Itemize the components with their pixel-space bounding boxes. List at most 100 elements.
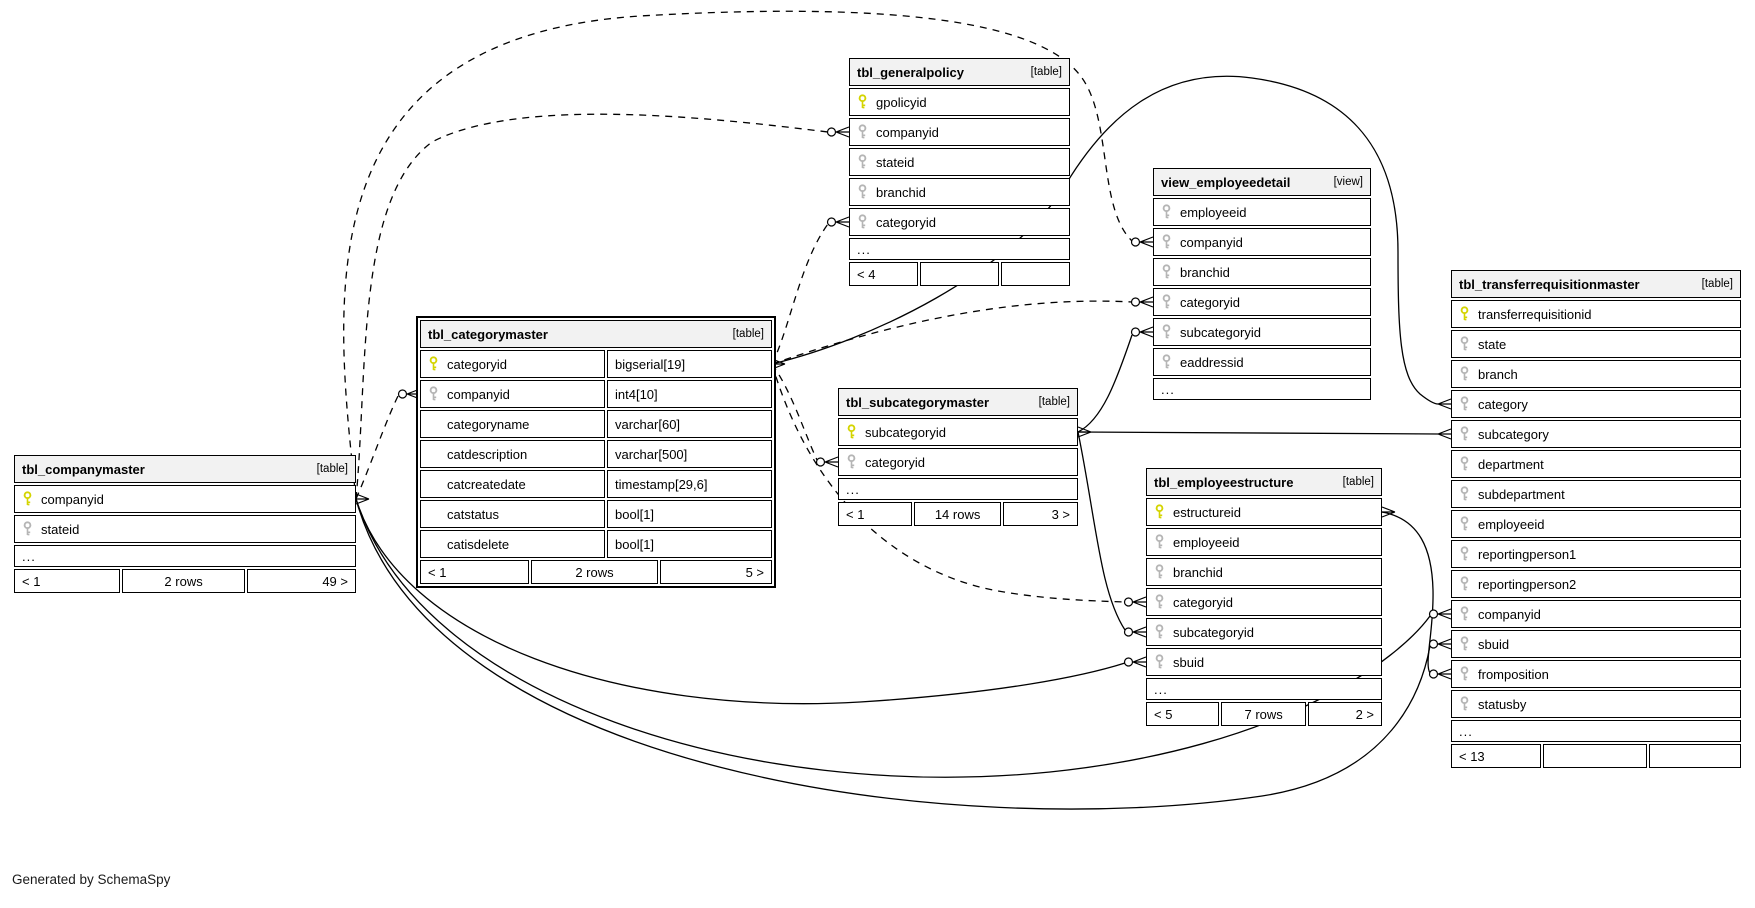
tbl_categorymaster-column-companyid: companyid int4[10] — [420, 380, 772, 408]
primary-key-icon — [23, 491, 32, 506]
marker-tbl_transferrequisitionmaster-subcategory — [1437, 428, 1452, 440]
tbl_transferrequisitionmaster-column-reportingperson2: reportingperson2 — [1451, 570, 1741, 598]
tbl_transferrequisitionmaster-column-state: state — [1451, 330, 1741, 358]
foreign-key-icon — [1155, 624, 1164, 639]
tbl_transferrequisitionmaster-column-branch: branch — [1451, 360, 1741, 388]
foreign-key-icon — [1460, 576, 1469, 591]
tbl_companymaster-column-stateid: stateid — [14, 515, 356, 543]
foreign-key-icon — [1460, 606, 1469, 621]
tbl_transferrequisitionmaster-column-branch-name: branch — [1478, 366, 1518, 382]
tbl_generalpolicy-header[interactable]: tbl_generalpolicy [table] — [849, 58, 1070, 86]
foreign-key-icon — [858, 124, 867, 139]
tbl_generalpolicy-footer: < 4 — [849, 262, 1070, 286]
tbl_employeestructure-header[interactable]: tbl_employeestructure [table] — [1146, 468, 1382, 496]
view_employeedetail-column-companyid: companyid — [1153, 228, 1371, 256]
view_employeedetail-column-employeeid-name: employeeid — [1180, 204, 1247, 220]
view_employeedetail-column-eaddressid-name: eaddressid — [1180, 354, 1244, 370]
view_employeedetail-column-branchid-name: branchid — [1180, 264, 1230, 280]
tbl_categorymaster-column-companyid-name: companyid — [447, 386, 510, 402]
foreign-key-icon — [858, 154, 867, 169]
primary-key-icon — [1155, 504, 1164, 519]
tbl_transferrequisitionmaster-column-reportingperson1-name: reportingperson1 — [1478, 546, 1577, 562]
marker-tbl_companymaster-companyid-fan — [355, 493, 370, 505]
tbl_generalpolicy-column-stateid: stateid — [849, 148, 1070, 176]
tbl_generalpolicy-column-categoryid-name: categoryid — [876, 214, 936, 230]
tbl_categorymaster-column-catdescription-name: catdescription — [447, 446, 528, 462]
marker-tbl_employeestructure-sbuid — [1123, 656, 1147, 668]
view_employeedetail-column-branchid: branchid — [1153, 258, 1371, 286]
relationship-r15-fk — [355, 498, 1431, 810]
table-tbl_companymaster: tbl_companymaster [table] companyid stat… — [14, 455, 356, 593]
relationship-r14-fk — [355, 498, 1126, 705]
table-tbl_categorymaster: tbl_categorymaster [table] categoryid bi… — [416, 316, 776, 588]
tbl_transferrequisitionmaster-column-fromposition-name: fromposition — [1478, 666, 1549, 682]
relationship-r8-fk — [1077, 334, 1133, 433]
tbl_employeestructure-column-branchid: branchid — [1146, 558, 1382, 586]
marker-tbl_employeestructure-subcategoryid — [1123, 626, 1147, 638]
table-type-badge: [table] — [316, 463, 348, 475]
view_employeedetail-header[interactable]: view_employeedetail [view] — [1153, 168, 1371, 196]
tbl_categorymaster-column-categoryid: categoryid bigserial[19] — [420, 350, 772, 378]
tbl_categorymaster-column-catcreatedate-name: catcreatedate — [447, 476, 526, 492]
tbl_transferrequisitionmaster-column-fromposition: fromposition — [1451, 660, 1741, 688]
tbl_transferrequisitionmaster-footer-parents: < 13 — [1451, 744, 1541, 768]
marker-tbl_generalpolicy-categoryid — [826, 216, 850, 228]
foreign-key-icon — [1460, 336, 1469, 351]
tbl_employeestructure-footer-parents: < 5 — [1146, 702, 1220, 726]
table-tbl_subcategorymaster: tbl_subcategorymaster [table] subcategor… — [838, 388, 1078, 526]
tbl_employeestructure-footer-children: 2 > — [1308, 702, 1382, 726]
tbl_categorymaster-column-catisdelete-name: catisdelete — [447, 536, 510, 552]
tbl_employeestructure-column-sbuid: sbuid — [1146, 648, 1382, 676]
tbl_categorymaster-column-categoryname-name: categoryname — [447, 416, 530, 432]
tbl_categorymaster-column-categoryid-name: categoryid — [447, 356, 507, 372]
tbl_companymaster-footer-rowcount: 2 rows — [122, 569, 246, 593]
primary-key-icon — [858, 94, 867, 109]
tbl_transferrequisitionmaster-column-employeeid: employeeid — [1451, 510, 1741, 538]
foreign-key-icon — [847, 454, 856, 469]
tbl_subcategorymaster-column-categoryid-name: categoryid — [865, 454, 925, 470]
table-view_employeedetail: view_employeedetail [view] employeeid co… — [1153, 168, 1371, 400]
foreign-key-icon — [1162, 294, 1171, 309]
view_employeedetail-column-subcategoryid: subcategoryid — [1153, 318, 1371, 346]
tbl_transferrequisitionmaster-header[interactable]: tbl_transferrequisitionmaster [table] — [1451, 270, 1741, 298]
tbl_transferrequisitionmaster-column-subdepartment-name: subdepartment — [1478, 486, 1565, 502]
tbl_subcategorymaster-column-subcategoryid: subcategoryid — [838, 418, 1078, 446]
marker-tbl_transferrequisitionmaster-companyid — [1428, 608, 1452, 620]
tbl_subcategorymaster-footer-rowcount: 14 rows — [914, 502, 1001, 526]
tbl_categorymaster-header[interactable]: tbl_categorymaster [table] — [420, 320, 772, 348]
foreign-key-icon — [1162, 354, 1171, 369]
tbl_employeestructure-footer-rowcount: 7 rows — [1221, 702, 1307, 726]
tbl_transferrequisitionmaster-column-statusby: statusby — [1451, 690, 1741, 718]
tbl_companymaster-footer: < 1 2 rows 49 > — [14, 569, 356, 593]
foreign-key-icon — [1460, 456, 1469, 471]
tbl_generalpolicy-column-gpolicyid-name: gpolicyid — [876, 94, 927, 110]
foreign-key-icon — [429, 386, 438, 401]
table-tbl_transferrequisitionmaster: tbl_transferrequisitionmaster [table] tr… — [1451, 270, 1741, 768]
tbl_companymaster-column-stateid-name: stateid — [41, 521, 80, 537]
foreign-key-icon — [1162, 234, 1171, 249]
tbl_transferrequisitionmaster-footer: < 13 — [1451, 744, 1741, 768]
tbl_transferrequisitionmaster-column-employeeid-name: employeeid — [1478, 516, 1545, 532]
tbl_generalpolicy-column-gpolicyid: gpolicyid — [849, 88, 1070, 116]
tbl_employeestructure-column-estructureid: estructureid — [1146, 498, 1382, 526]
relationship-r5-implied — [771, 363, 818, 461]
foreign-key-icon — [1460, 546, 1469, 561]
foreign-key-icon — [1162, 264, 1171, 279]
tbl_transferrequisitionmaster-column-reportingperson2-name: reportingperson2 — [1478, 576, 1577, 592]
tbl_transferrequisitionmaster-column-reportingperson1: reportingperson1 — [1451, 540, 1741, 568]
relationship-r10-fk — [1077, 431, 1126, 631]
marker-tbl_subcategorymaster-subcategoryid-fan — [1077, 426, 1092, 438]
tbl_companymaster-column-companyid-name: companyid — [41, 491, 104, 507]
view_employeedetail-column-categoryid: categoryid — [1153, 288, 1371, 316]
tbl_categorymaster-column-catdescription-type: varchar[500] — [607, 440, 772, 468]
tbl_transferrequisitionmaster-column-subcategory-name: subcategory — [1478, 426, 1549, 442]
view_employeedetail-column-subcategoryid-name: subcategoryid — [1180, 324, 1261, 340]
tbl_companymaster-header[interactable]: tbl_companymaster [table] — [14, 455, 356, 483]
tbl_transferrequisitionmaster-column-category: category — [1451, 390, 1741, 418]
tbl_categorymaster-column-catstatus-name: catstatus — [447, 506, 500, 522]
marker-view_employeedetail-categoryid — [1130, 296, 1154, 308]
tbl_subcategorymaster-footer: < 1 14 rows 3 > — [838, 502, 1078, 526]
tbl_subcategorymaster-header[interactable]: tbl_subcategorymaster [table] — [838, 388, 1078, 416]
foreign-key-icon — [1162, 324, 1171, 339]
tbl_categorymaster-column-catstatus-type: bool[1] — [607, 500, 772, 528]
